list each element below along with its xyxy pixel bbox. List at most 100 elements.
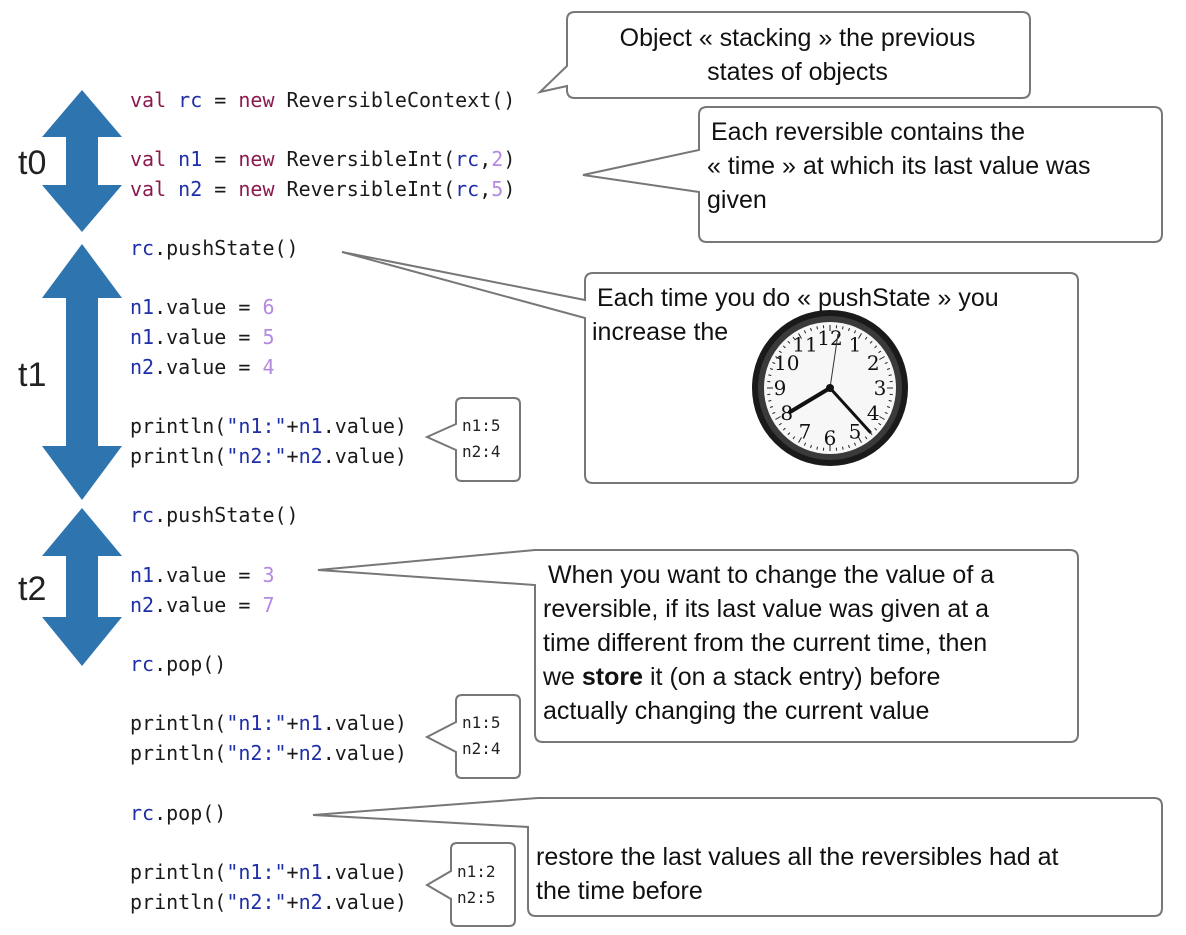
callout-bubble-time	[582, 106, 1163, 243]
clock-tick	[858, 437, 862, 443]
clock-tick	[810, 327, 812, 332]
clock-tick	[787, 432, 791, 436]
clock-tick	[798, 333, 802, 339]
clock-tick	[792, 336, 796, 340]
clock-tick	[803, 442, 807, 446]
timeline-label-t2: t2	[18, 570, 47, 608]
clock-tick	[869, 340, 873, 344]
clock-numeral: 1	[849, 333, 862, 357]
clock-numeral: 8	[780, 401, 793, 425]
clock-second-hand	[829, 333, 839, 389]
clock-numeral: 11	[792, 333, 817, 357]
code-line-n1-decl: val n1 = new ReversibleInt(rc,2)	[130, 147, 516, 171]
code-line-assign-n2-4: n2.value = 4	[130, 355, 275, 379]
clock-tick	[782, 345, 786, 349]
code-line-pushstate-2: rc.pushState()	[130, 503, 299, 527]
clock-tick	[888, 400, 892, 402]
timeline-label-t0: t0	[18, 144, 47, 182]
clock-tick	[769, 406, 774, 408]
clock-numeral: 10	[774, 351, 799, 375]
clock-tick	[848, 444, 850, 449]
code-line-pop-1: rc.pop()	[130, 652, 227, 676]
clock-tick	[772, 361, 776, 365]
clock-tick	[798, 437, 802, 443]
code-line-assign-n1-3: n1.value = 3	[130, 563, 275, 587]
output-bubble-1	[424, 397, 521, 482]
clock-tick	[787, 340, 791, 344]
clock-tick	[772, 411, 776, 415]
clock-tick	[886, 406, 891, 408]
clock-numeral: 5	[849, 419, 862, 443]
clock-tick	[842, 326, 844, 330]
t1-double-arrow	[42, 244, 122, 500]
callout-bubble-context	[536, 11, 1031, 99]
clock-numeral: 7	[799, 419, 812, 443]
t0-double-arrow	[42, 90, 122, 232]
code-line-n2-decl: val n2 = new ReversibleInt(rc,5)	[130, 177, 516, 201]
clock-tick	[884, 361, 888, 365]
clock-tick	[803, 330, 807, 334]
timeline-label-t1: t1	[18, 356, 47, 394]
clock-numeral: 3	[874, 376, 887, 400]
code-line-pop-2: rc.pop()	[130, 801, 227, 825]
clock-tick	[848, 327, 850, 332]
clock-tick	[878, 350, 882, 354]
callout-text-time: Each reversible contains the« time » at …	[707, 118, 1091, 214]
callout-text-restore: restore the last values all the reversib…	[536, 843, 1059, 905]
clock-tick	[768, 374, 772, 376]
clock-tick	[879, 416, 885, 420]
callout-text-store: When you want to change the value of a r…	[543, 561, 995, 725]
clock-tick	[853, 330, 857, 334]
clock-numeral: 6	[824, 426, 837, 450]
code-line-context: val rc = new ReversibleContext()	[130, 88, 516, 112]
clock-numeral: 4	[867, 401, 880, 425]
code-line-println-n2-b: println("n2:"+n2.value)	[130, 741, 407, 765]
code-line-println-n1-b: println("n1:"+n1.value)	[130, 711, 407, 735]
clock-tick	[816, 326, 818, 330]
code-line-println-n1-c: println("n1:"+n1.value)	[130, 860, 407, 884]
clock-tick	[878, 422, 882, 426]
clock-tick	[858, 333, 862, 339]
clock-tick	[886, 368, 891, 370]
code-line-println-n1-a: println("n1:"+n1.value)	[130, 414, 407, 438]
clock-tick	[792, 436, 796, 440]
clock-tick	[768, 400, 772, 402]
clock-tick	[778, 422, 782, 426]
clock-tick	[842, 446, 844, 450]
clock-tick	[775, 356, 781, 360]
code-line-assign-n1-6: n1.value = 6	[130, 295, 275, 319]
clock-tick	[782, 427, 786, 431]
code-line-pushstate-1: rc.pushState()	[130, 236, 299, 260]
output-bubble-3	[425, 842, 516, 927]
code-line-assign-n1-5: n1.value = 5	[130, 325, 275, 349]
callout-bubble-restore	[312, 797, 1163, 917]
clock-numeral: 2	[867, 351, 880, 375]
output-bubble-2	[424, 694, 521, 779]
code-line-println-n2-a: println("n2:"+n2.value)	[130, 444, 407, 468]
clock-tick	[775, 416, 781, 420]
clock-tick	[874, 345, 878, 349]
t2-double-arrow	[42, 508, 122, 666]
clock-numeral: 12	[817, 326, 842, 350]
clock-numeral: 9	[774, 376, 787, 400]
code-line-println-n2-c: println("n2:"+n2.value)	[130, 890, 407, 914]
callout-bubble-store	[317, 549, 1079, 743]
clock-minute-hand	[828, 386, 872, 434]
clock-tick	[874, 427, 878, 431]
clock-tick	[810, 444, 812, 449]
clock-tick	[769, 368, 774, 370]
clock-tick	[884, 411, 888, 415]
clock-tick	[864, 336, 868, 340]
clock-tick	[778, 350, 782, 354]
clock-tick	[888, 374, 892, 376]
clock-tick	[816, 446, 818, 450]
clock-tick	[864, 436, 868, 440]
clock-tick-marks	[767, 325, 893, 451]
